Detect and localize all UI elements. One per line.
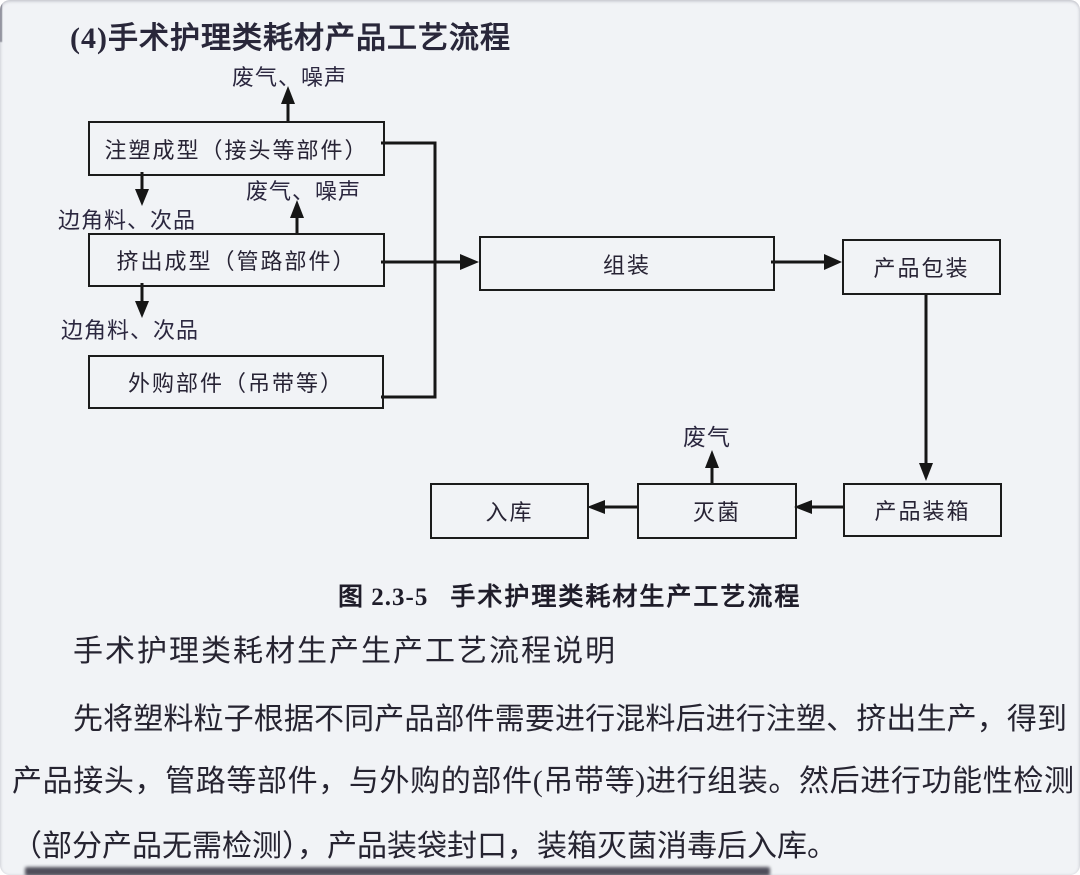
arrowhead [824, 254, 842, 270]
label-emission-top: 废气、噪声 [232, 65, 348, 90]
cut-off-text-line [25, 867, 770, 875]
flow-box-boxing: 产品装箱 [843, 483, 1002, 537]
arrowhead [290, 200, 304, 218]
label-scrap-bottom: 边角料、次品 [61, 318, 200, 343]
merge-rail [381, 141, 437, 399]
flow-box-warehousing: 入库 [430, 483, 589, 539]
flow-box-sterilization: 灭菌 [637, 483, 797, 539]
label-scrap-top: 边角料、次品 [58, 208, 197, 233]
arrowhead [135, 301, 149, 318]
label-emission-mid: 废气、噪声 [246, 179, 362, 204]
body-line-4: （部分产品无需检测），产品装袋封口，装箱灭菌消毒后入库。 [12, 830, 837, 863]
flow-box-purchased: 外购部件（吊带等） [88, 355, 384, 409]
flow-box-injection: 注塑成型（接头等部件） [88, 121, 385, 176]
body-line-2: 先将塑料粒子根据不同产品部件需要进行混料后进行注塑、挤出生产，得到 [73, 703, 1067, 736]
body-line-3: 产品接头，管路等部件，与外购的部件(吊带等)进行组装。然后进行功能性检测 [12, 765, 1074, 798]
arrowhead [460, 254, 479, 270]
page-edge-shadow [0, 0, 2, 42]
arrowhead [587, 500, 605, 514]
arrowhead [794, 500, 812, 514]
body-heading: 手术护理类耗材生产生产工艺流程说明 [73, 635, 617, 668]
section-title: (4)手术护理类耗材产品工艺流程 [70, 22, 511, 55]
flow-box-packaging: 产品包装 [842, 239, 1001, 295]
figure-number: 图 2.3-5 [338, 584, 429, 611]
flow-box-extrusion: 挤出成型（管路部件） [88, 233, 385, 287]
arrowhead [281, 86, 295, 104]
arrowhead [705, 450, 719, 468]
flow-box-assembly: 组装 [479, 236, 775, 291]
arrowhead [919, 463, 933, 481]
figure-caption: 图 2.3-5 手术护理类耗材生产工艺流程 [338, 577, 801, 613]
figure-caption-text: 手术护理类耗材生产工艺流程 [450, 584, 802, 611]
label-emission-sterilization: 废气 [683, 425, 731, 450]
arrowhead [135, 189, 149, 206]
